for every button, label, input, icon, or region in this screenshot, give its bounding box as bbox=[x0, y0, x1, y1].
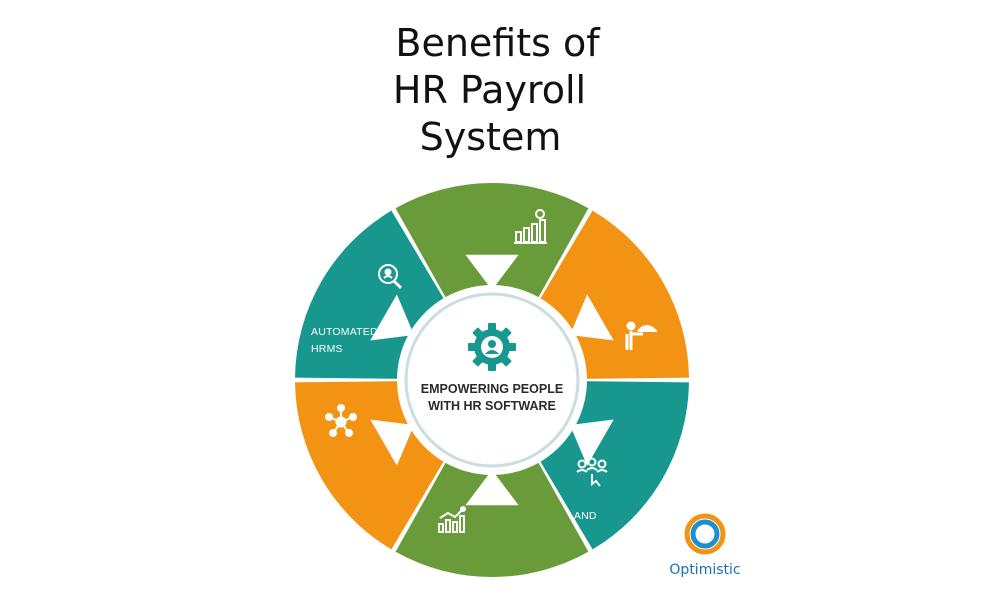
title-line-2: HR Payroll bbox=[392, 68, 587, 112]
segment-pointer-5 bbox=[465, 470, 519, 506]
segment-pointer-2 bbox=[465, 254, 519, 290]
magnifier-icon bbox=[378, 264, 403, 290]
gear-person-icon bbox=[468, 323, 516, 371]
segment-label-6-line-1: AUTOMATED bbox=[311, 326, 378, 338]
title-line-1: Benefits of bbox=[395, 21, 600, 65]
center-text-line-2: WITH HR SOFTWARE bbox=[428, 399, 556, 413]
segment-pointer-3 bbox=[569, 294, 614, 341]
segment-pointer-1 bbox=[370, 294, 415, 341]
logo-ring-icon bbox=[684, 513, 726, 555]
wheel-center: EMPOWERING PEOPLE WITH HR SOFTWARE bbox=[397, 285, 587, 475]
page-title: Benefits of HR Payroll System bbox=[0, 20, 995, 161]
line-chart-icon bbox=[438, 506, 466, 533]
wheel-segment-5 bbox=[395, 456, 589, 577]
network-icon bbox=[325, 404, 357, 437]
optimistic-logo: Optimistic bbox=[660, 512, 750, 578]
segment-pointer-4 bbox=[569, 419, 614, 466]
title-line-3: System bbox=[419, 115, 562, 159]
segment-pointer-6 bbox=[370, 419, 415, 466]
logo-text: Optimistic bbox=[669, 562, 741, 578]
segment-label-6-line-2: HRMS bbox=[311, 343, 343, 355]
wheel-segment-2 bbox=[395, 183, 589, 304]
waiter-icon bbox=[625, 321, 658, 350]
center-text-line-1: EMPOWERING PEOPLE bbox=[421, 382, 563, 396]
center-disc-ring bbox=[404, 292, 580, 468]
team-pointer-icon bbox=[576, 457, 608, 487]
bar-growth-icon bbox=[514, 209, 547, 244]
